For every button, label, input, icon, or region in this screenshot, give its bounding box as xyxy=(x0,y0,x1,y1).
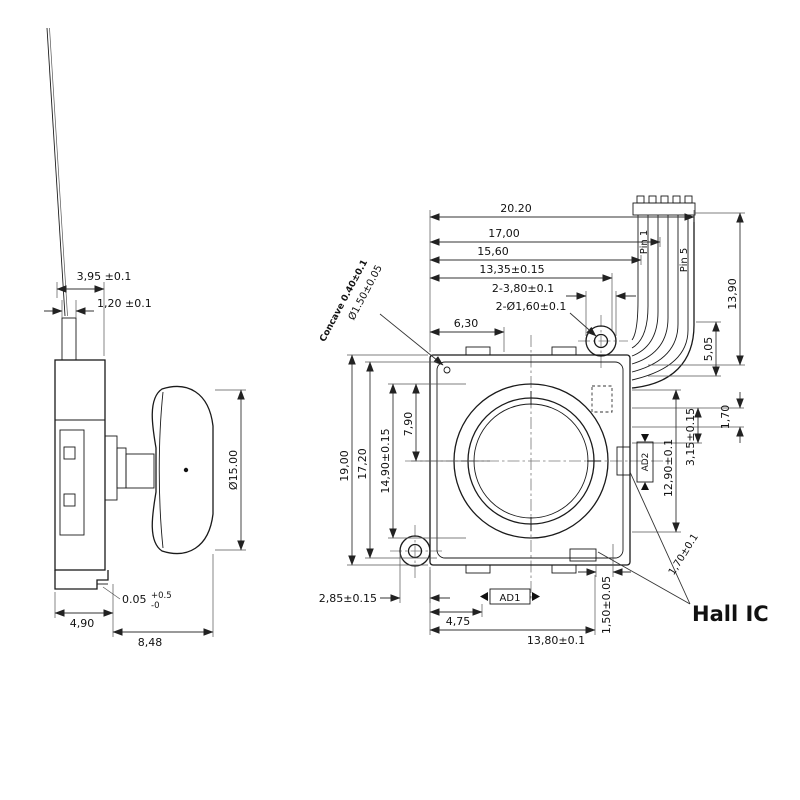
ad1-flag-box xyxy=(489,588,531,605)
hall-sensor-right xyxy=(616,446,631,476)
fpc-conductor xyxy=(631,215,689,381)
fpc-tooth xyxy=(636,195,645,204)
ad2-arrow-up xyxy=(641,434,649,442)
dim-label-20-20: 20.20 xyxy=(500,202,532,215)
concave-dimple xyxy=(443,366,451,374)
fpc-conductor xyxy=(631,215,679,373)
dim-label-1-50: 1,50±0.05 xyxy=(600,576,613,634)
mounting-hole-top xyxy=(593,333,609,349)
ad1-arrow-right xyxy=(532,592,540,601)
circle-tick-marks xyxy=(461,391,601,531)
module-housing-outline xyxy=(429,354,631,566)
fpc-ribbon: Pin 1 Pin 5 xyxy=(631,195,696,389)
mounting-ear-top xyxy=(585,325,617,357)
fpc-tooth xyxy=(684,195,693,204)
hall-sensor-bottom xyxy=(569,548,597,562)
fpc-conductor xyxy=(631,215,659,357)
dim-label-6-30: 6,30 xyxy=(454,317,479,330)
ext-lines-3-80 xyxy=(585,291,617,336)
dim-label-3-15: 3,15±0.15 xyxy=(684,408,697,466)
ad2-arrow-down xyxy=(641,482,649,490)
bottom-tab-right xyxy=(551,564,577,574)
front-view: Pin 1 Pin 5 20.20 17,00 15,60 13,35±0.15… xyxy=(318,195,769,647)
mounting-foot xyxy=(54,570,109,590)
mounting-hole-bottom xyxy=(407,543,423,559)
stick-cap-profile xyxy=(151,385,214,555)
pin5-label: Pin 5 xyxy=(679,248,690,272)
dim-label-1-20: 1,20 ±0.1 xyxy=(97,297,152,310)
dim-label-13-80: 13,80±0.1 xyxy=(527,634,585,647)
side-view: 3,95 ±0.1 1,20 ±0.1 Ø15.00 0.05 +0.5 -0 … xyxy=(44,27,246,649)
top-tab-right xyxy=(551,346,577,356)
hall-ic-label: Hall IC xyxy=(692,602,769,626)
dim-label-13-90: 13,90 xyxy=(726,278,739,310)
housing-side-outline xyxy=(54,359,106,571)
dim-label-0-05: 0.05 xyxy=(122,593,147,606)
dim-label-dia15: Ø15.00 xyxy=(227,450,240,490)
concave-note-leader xyxy=(379,313,444,366)
hall-ic-dashed-outline xyxy=(591,385,613,413)
contact-pin-upper xyxy=(63,446,76,460)
dim-label-14-90: 14,90±0.15 xyxy=(379,428,392,493)
dim-label-15-60: 15,60 xyxy=(477,245,509,258)
dim-label-0-05-tol-upper: +0.5 xyxy=(151,591,172,601)
fpc-conductor xyxy=(631,215,669,365)
stick-washer xyxy=(116,447,127,489)
dim-label-3-95: 3,95 ±0.1 xyxy=(77,270,132,283)
fpc-tooth xyxy=(672,195,681,204)
housing-inner-frame xyxy=(59,429,85,536)
ext-lines-top xyxy=(429,210,695,352)
fpc-connector-post xyxy=(61,317,77,361)
dim-label-4-90: 4,90 xyxy=(70,617,95,630)
dim-label-2-85: 2,85±0.15 xyxy=(319,592,377,605)
dim-label-17-20: 17,20 xyxy=(356,448,369,480)
centerlines xyxy=(390,315,670,600)
fpc-tooth xyxy=(660,195,669,204)
fpc-connector-edge xyxy=(632,202,696,216)
dim-label-13-35: 13,35±0.15 xyxy=(479,263,544,276)
fpc-wire-edge-inner xyxy=(49,27,68,317)
dim-label-0-05-tol-lower: -0 xyxy=(151,601,159,611)
ext-lines-19-00 xyxy=(347,354,428,566)
ext-lines-14-90 xyxy=(388,383,466,539)
ad1-label: AD1 xyxy=(500,593,521,604)
hall-ic-leader-lines xyxy=(597,471,691,605)
dim-label-8-48: 8,48 xyxy=(138,636,163,649)
leader-0-05 xyxy=(102,586,121,600)
ad1-arrow-left xyxy=(480,592,488,601)
dim-label-4-75: 4,75 xyxy=(446,615,471,628)
fpc-outer-edge xyxy=(631,215,695,389)
fpc-conductor xyxy=(631,215,649,349)
dim-label-1-70: 1,70 xyxy=(719,405,732,430)
stick-cap-center-dot xyxy=(183,467,189,473)
stick-flange xyxy=(104,435,118,501)
top-tab-left xyxy=(465,346,491,356)
stick-shaft xyxy=(125,453,155,489)
dim-label-12-90: 12,90±0.1 xyxy=(662,439,675,497)
dim-label-7-90: 7,90 xyxy=(402,412,415,437)
stick-cap-rim xyxy=(158,391,164,549)
dim-label-19-00: 19,00 xyxy=(338,450,351,482)
fpc-tooth xyxy=(648,195,657,204)
module-housing-inset xyxy=(436,361,624,559)
ext-lines-3-95 xyxy=(56,282,105,356)
leader-1-60 xyxy=(569,312,597,337)
ext-lines-1-50 xyxy=(595,544,614,577)
dim-label-1-70-offset: 1,70±0.1 xyxy=(667,532,701,577)
ad2-label: AD2 xyxy=(641,453,651,472)
dim-label-5-05: 5,05 xyxy=(702,337,715,362)
contact-pin-lower xyxy=(63,493,76,507)
bottom-tab-left xyxy=(465,564,491,574)
ext-lines-right-mid xyxy=(632,389,744,533)
mounting-ear-bottom xyxy=(399,535,431,567)
dim-label-3-80: 2-3,80±0.1 xyxy=(492,282,554,295)
fpc-conductor xyxy=(631,215,639,341)
dim-label-17-00: 17,00 xyxy=(488,227,520,240)
ext-lines-17-20 xyxy=(365,361,437,559)
dim-label-1-60: 2-Ø1,60±0.1 xyxy=(496,300,567,313)
fpc-wire-edge xyxy=(46,27,66,317)
